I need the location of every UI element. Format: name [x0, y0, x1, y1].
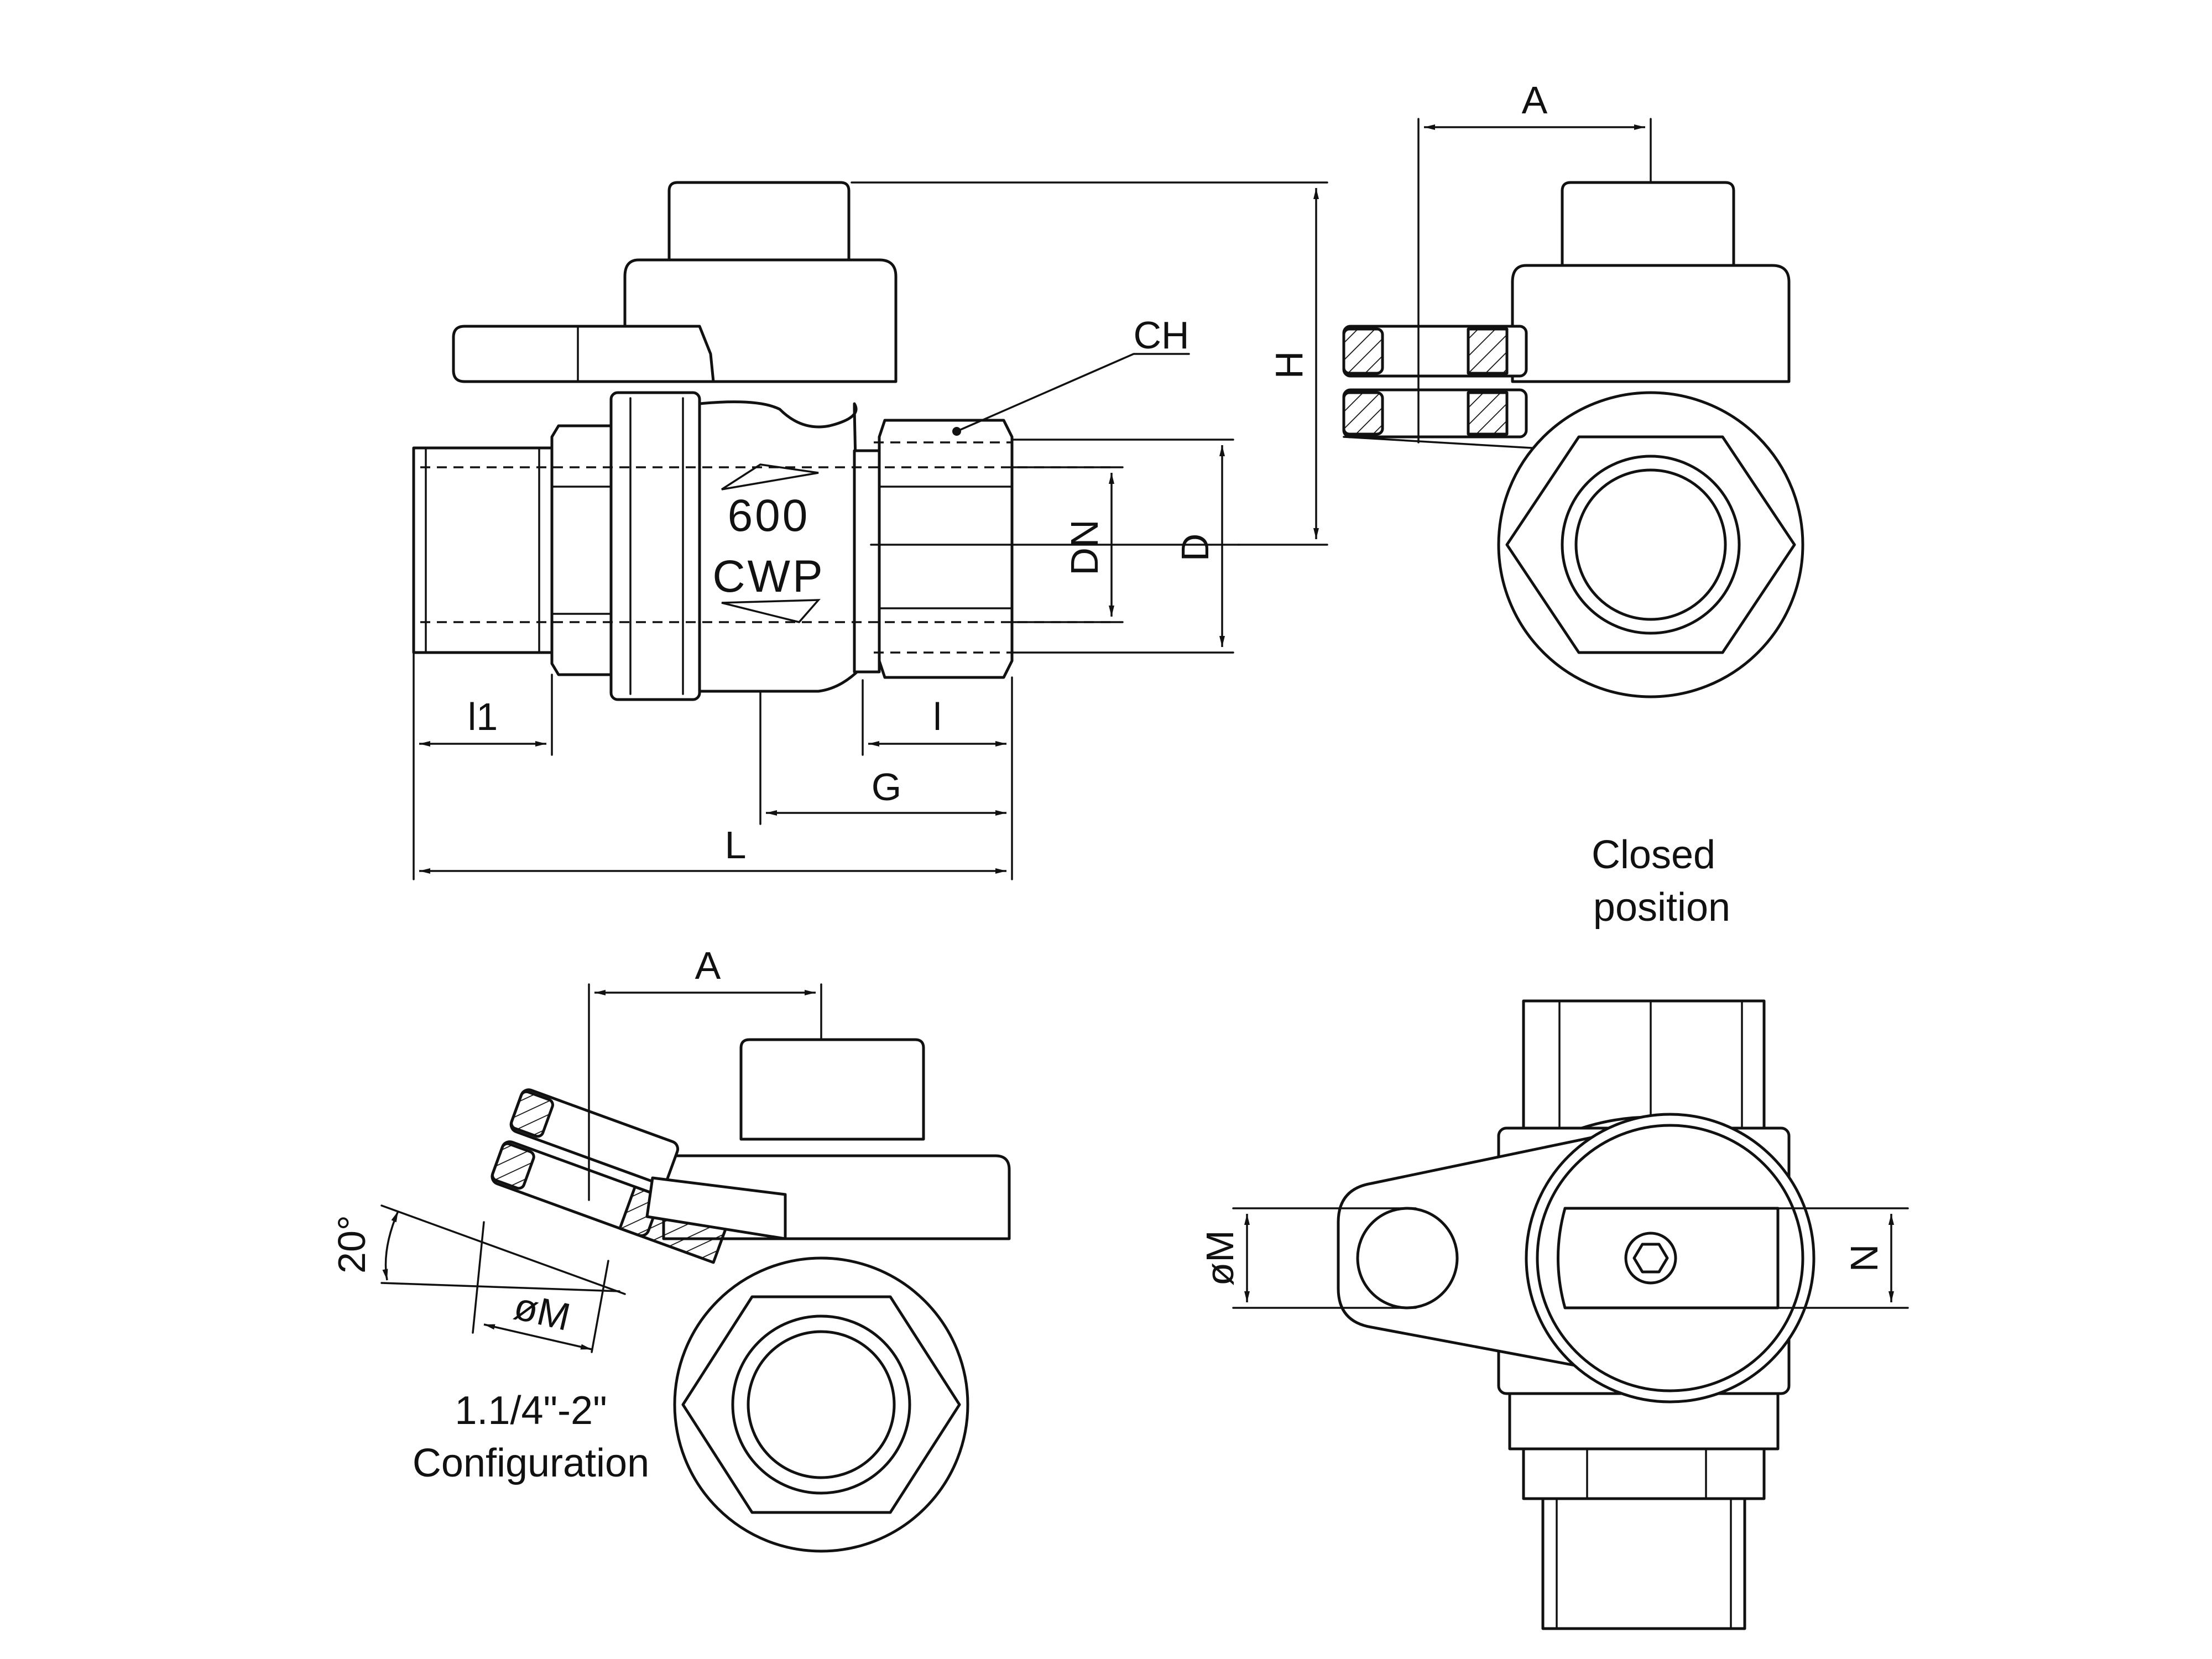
- dim-g-label: G: [872, 765, 901, 808]
- config-dim-m-label: øM: [510, 1284, 574, 1339]
- config-angled-lever: [491, 1088, 730, 1264]
- closed-lever-section-2: [1467, 327, 1509, 375]
- union-hex-nut: [878, 419, 1014, 679]
- handle-lever: [452, 325, 715, 383]
- closed-caption-line2: position: [1593, 885, 1730, 930]
- closed-caption-line1: Closed: [1592, 833, 1715, 877]
- closed-lever-section-4: [1467, 391, 1509, 436]
- valve-body: [698, 400, 862, 693]
- left-hex-nut: [550, 424, 615, 676]
- config-dim-m-line: [483, 1323, 592, 1350]
- closed-dim-a-label: A: [1522, 79, 1548, 122]
- top-male-thread: [1541, 1497, 1746, 1630]
- body-neck: [853, 449, 881, 674]
- config-handle-cap: [739, 1038, 925, 1141]
- config-dim-a-label: A: [695, 944, 721, 987]
- body-flange: [609, 391, 701, 701]
- dim-d-label: D: [1173, 534, 1217, 562]
- config-angle-label: 20°: [330, 1215, 373, 1274]
- dim-ch-label: CH: [1133, 314, 1189, 357]
- body-stamp-rating: CWP: [712, 551, 825, 602]
- dim-dn-label: DN: [1063, 519, 1106, 575]
- dim-length-label: L: [725, 823, 747, 867]
- top-stem-screw: [1624, 1232, 1677, 1285]
- handle-cap: [667, 181, 851, 262]
- ch-leader: [956, 353, 1190, 432]
- male-thread-end: [412, 446, 554, 654]
- flow-arrow-top: [721, 463, 819, 491]
- side-view: 600 CWP CH H DN D: [412, 181, 1328, 880]
- top-hex-nut: [1522, 1447, 1766, 1500]
- dim-l-label: l: [933, 695, 942, 738]
- closed-handle-hub: [1511, 264, 1791, 383]
- hex-socket-icon: [1632, 1243, 1669, 1274]
- flow-arrow-bottom: [721, 599, 821, 623]
- closed-port-inner: [1574, 468, 1727, 621]
- closed-handle-cap: [1561, 181, 1735, 267]
- dim-l1-label: l1: [468, 695, 498, 738]
- config-angle-arc: [382, 1211, 399, 1281]
- closed-port-outer: [1561, 455, 1741, 635]
- top-lever-hole: [1356, 1207, 1459, 1310]
- config-caption-line1: 1.1/4"-2": [455, 1389, 607, 1433]
- top-dim-m-label: øM: [1198, 1230, 1241, 1286]
- closed-lever-section-1: [1342, 327, 1384, 375]
- configuration-view: A 20° øM 1.1/4"-2" Configuration: [330, 944, 1011, 1553]
- top-dim-n-label: N: [1843, 1244, 1886, 1272]
- config-caption-line2: Configuration: [413, 1441, 649, 1485]
- config-port-outer: [731, 1314, 911, 1495]
- config-port-inner: [747, 1330, 896, 1479]
- closed-lever-section-3: [1342, 391, 1384, 436]
- dim-h-label: H: [1267, 351, 1311, 379]
- body-stamp-pressure: 600: [728, 491, 810, 541]
- closed-position-view: A Closed position: [1342, 79, 1804, 930]
- top-flange: [1508, 1392, 1780, 1451]
- top-view: øM N: [1198, 999, 1909, 1630]
